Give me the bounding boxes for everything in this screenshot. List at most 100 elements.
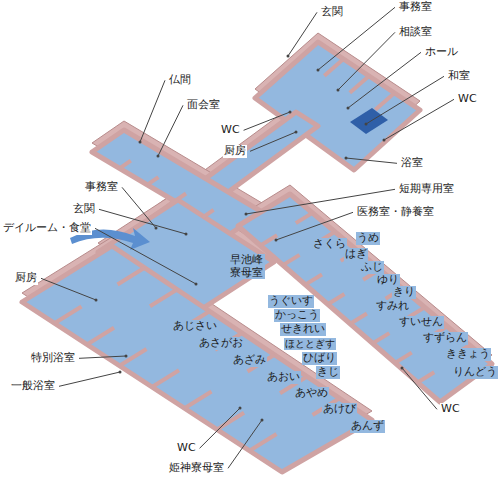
room-name: ほととぎす xyxy=(284,338,336,350)
partition-wall xyxy=(296,213,313,223)
partition-wall xyxy=(324,59,343,76)
partition-wall xyxy=(328,294,345,304)
leader-dot xyxy=(295,131,298,134)
room-name: 早池峰 寮母室 xyxy=(228,254,265,279)
leader-dot xyxy=(139,141,142,144)
room-name: あじさい xyxy=(172,320,218,333)
callout-label: WC xyxy=(176,442,197,455)
partition-wall xyxy=(118,268,145,285)
callout-label: 仏間 xyxy=(168,74,192,87)
callout-label: 厨房 xyxy=(14,272,38,285)
leader-line xyxy=(366,76,444,124)
room-name: あけび xyxy=(322,403,357,416)
partition-wall xyxy=(175,194,186,202)
room-dividers xyxy=(55,59,470,451)
leader-line xyxy=(250,132,296,151)
leader-dot xyxy=(261,419,264,422)
leader-dot xyxy=(119,371,122,374)
partition-wall xyxy=(185,391,212,408)
callout-label: WC xyxy=(457,93,478,106)
callout-label: WC xyxy=(220,124,241,137)
leader-dot xyxy=(347,107,350,110)
room-name: ゆり xyxy=(376,274,400,287)
leader-dot xyxy=(383,139,386,142)
leader-dot xyxy=(195,283,198,286)
leader-line xyxy=(79,356,126,358)
room-name: ききょう xyxy=(445,348,491,361)
callout-label: 医務室・静養室 xyxy=(356,206,435,219)
callout-label: 一般浴室 xyxy=(10,380,56,393)
leader-dot xyxy=(275,239,278,242)
room-name: うめ xyxy=(356,232,380,245)
leader-dot xyxy=(185,233,188,236)
callout-label: 和室 xyxy=(447,70,471,83)
callout-label: ホール xyxy=(424,46,459,59)
leader-dot xyxy=(95,299,98,302)
callout-label: 姫神寮母室 xyxy=(168,462,225,475)
callout-label: 玄関 xyxy=(72,203,96,216)
callout-label: 特別浴室 xyxy=(30,352,76,365)
partition-wall xyxy=(418,372,435,382)
leader-dot xyxy=(289,111,292,114)
partition-wall xyxy=(375,93,394,110)
room-name: あおい xyxy=(266,371,301,384)
partition-wall xyxy=(260,235,277,245)
leader-line xyxy=(99,209,186,234)
leader-line xyxy=(140,80,165,142)
room-name: ひばり xyxy=(302,352,337,365)
leader-dot xyxy=(157,155,160,158)
room-name: すいせん xyxy=(398,316,444,329)
leader-line xyxy=(346,158,397,163)
leader-line xyxy=(244,112,290,130)
partition-wall xyxy=(152,370,179,387)
room-name: りんどう xyxy=(452,366,498,379)
partition-wall xyxy=(350,314,367,324)
leader-dot xyxy=(239,407,242,410)
callout-label: 短期専用室 xyxy=(398,183,455,196)
leader-line xyxy=(402,368,437,409)
leader-line xyxy=(384,99,454,140)
room-name: かっこう xyxy=(274,309,320,322)
leader-line xyxy=(338,32,395,90)
partition-wall xyxy=(250,434,277,451)
floor-area xyxy=(22,246,372,472)
leader-line xyxy=(288,12,317,56)
room-name: あさがお xyxy=(198,337,244,350)
partition-wall xyxy=(147,177,158,185)
leader-line xyxy=(122,187,156,228)
callout-label: 相談室 xyxy=(398,26,433,39)
room-name: すずらん xyxy=(422,332,468,345)
room-name: あざみ xyxy=(232,354,267,367)
partition-wall xyxy=(350,76,369,93)
leader-line xyxy=(158,105,183,156)
leader-line xyxy=(348,52,421,108)
callout-label: 玄関 xyxy=(320,6,344,19)
room-name: きり xyxy=(392,286,416,299)
callout-label: WC xyxy=(440,403,461,416)
room-name: はぎ xyxy=(344,248,368,261)
japanese-room-floor xyxy=(350,108,388,134)
partition-wall xyxy=(55,306,82,323)
room-name: きじ xyxy=(316,366,340,379)
leader-dot xyxy=(401,367,404,370)
leader-line xyxy=(200,408,240,448)
partition-wall xyxy=(305,274,322,284)
partition-wall xyxy=(87,328,114,345)
partition-wall xyxy=(120,161,131,169)
callout-label: 面会室 xyxy=(186,99,221,112)
leader-line xyxy=(95,228,196,284)
partition-wall xyxy=(283,255,300,265)
leader-dot xyxy=(317,69,320,72)
leader-dot xyxy=(287,55,290,58)
partition-wall xyxy=(395,353,412,363)
leader-dot xyxy=(345,157,348,160)
leader-dot xyxy=(365,123,368,126)
leader-dot xyxy=(125,355,128,358)
callout-label: デイルーム・食堂 xyxy=(2,222,92,235)
leader-line xyxy=(59,372,120,386)
leader-dot xyxy=(337,89,340,92)
leader-dot xyxy=(245,213,248,216)
